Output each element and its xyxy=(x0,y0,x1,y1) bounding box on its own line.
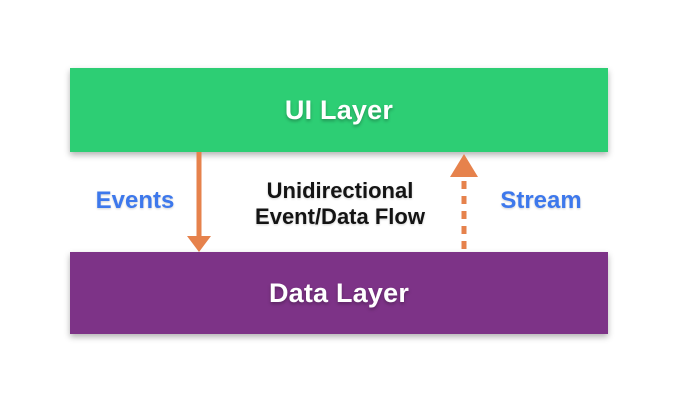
events-label: Events xyxy=(95,187,175,214)
flow-note-line1: Unidirectional xyxy=(266,178,414,203)
events-down-arrow xyxy=(187,152,211,252)
stream-label: Stream xyxy=(500,187,582,214)
flow-note-line2: Event/Data Flow xyxy=(255,204,425,229)
ui-layer-box: UI Layer xyxy=(70,68,608,152)
ui-layer-label: UI Layer xyxy=(284,94,394,125)
flow-note: Unidirectional Event/Data Flow xyxy=(255,178,425,230)
data-layer-label: Data Layer xyxy=(268,277,410,308)
stream-up-arrow xyxy=(450,154,478,252)
data-layer-box: Data Layer xyxy=(70,252,608,334)
